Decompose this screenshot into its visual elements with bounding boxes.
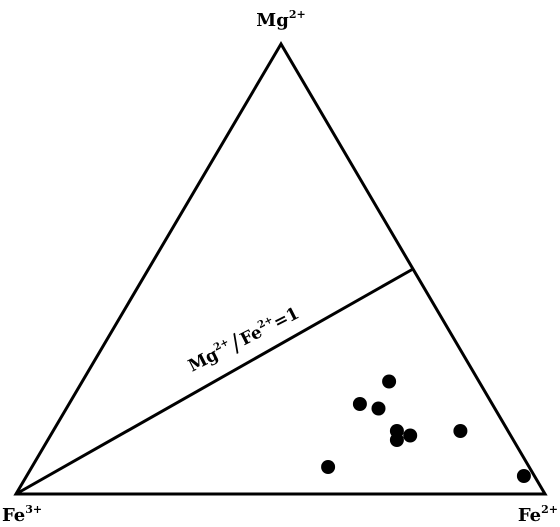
vertex-label-fe2-sup: 2+ bbox=[541, 503, 558, 516]
ratio-label-eq: =1 bbox=[270, 303, 302, 333]
vertex-label-mg: Mg2+ bbox=[256, 8, 305, 31]
data-point-2 bbox=[371, 401, 386, 416]
data-point-5 bbox=[389, 433, 404, 447]
data-point-7 bbox=[453, 424, 468, 438]
data-points bbox=[321, 374, 531, 483]
ratio-line-label: Mg2+/Fe2+=1 bbox=[183, 299, 304, 379]
data-point-8 bbox=[321, 460, 336, 474]
data-point-9 bbox=[516, 469, 531, 483]
data-point-6 bbox=[403, 428, 418, 443]
vertex-label-mg-base: Mg bbox=[256, 10, 289, 31]
vertex-label-fe2: Fe2+ bbox=[518, 503, 558, 526]
data-point-1 bbox=[382, 374, 397, 389]
vertex-label-mg-sup: 2+ bbox=[289, 8, 306, 21]
vertex-label-fe2-base: Fe bbox=[518, 505, 541, 526]
vertex-label-fe3-sup: 3+ bbox=[25, 503, 42, 516]
vertex-label-fe3-base: Fe bbox=[2, 505, 25, 526]
vertex-label-fe3: Fe3+ bbox=[2, 503, 42, 526]
ratio-label-a-sup: 2+ bbox=[212, 337, 231, 354]
ratio-line bbox=[15, 267, 414, 496]
data-point-3 bbox=[352, 397, 367, 411]
